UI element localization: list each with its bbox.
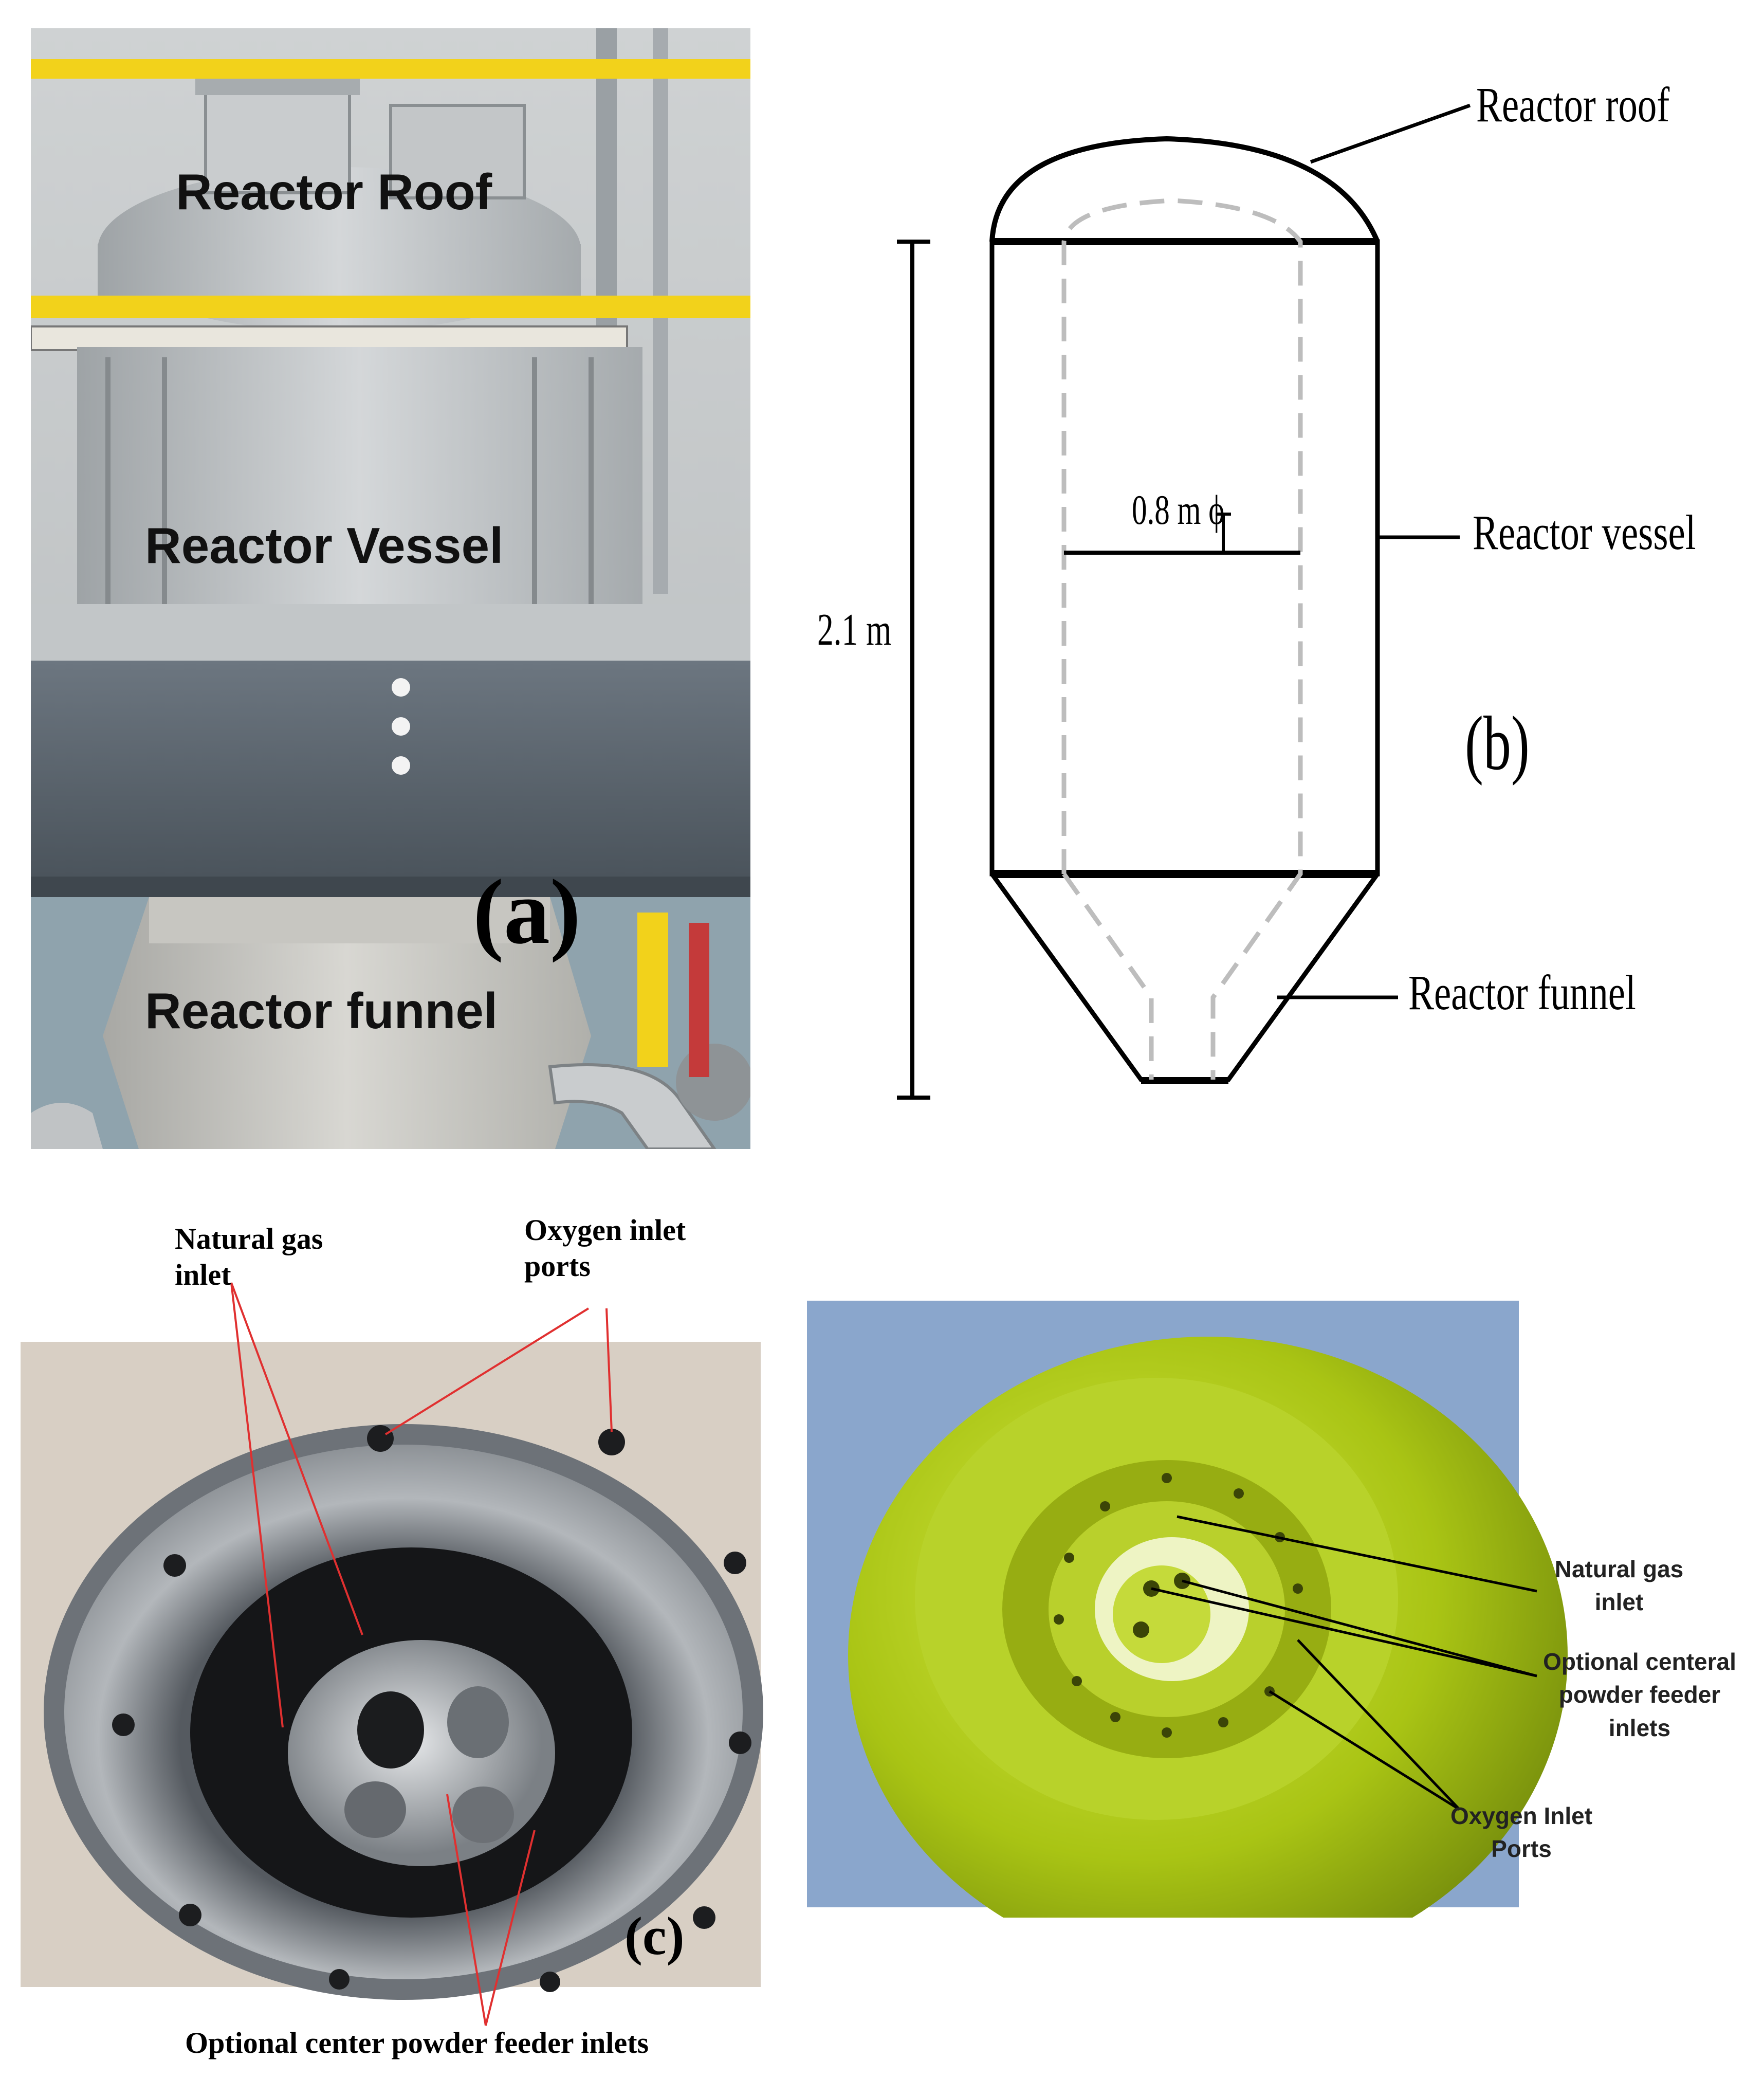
reactor-schematic-drawing	[897, 103, 1471, 1100]
cad-label-natural-gas-inlet: Natural gas inlet	[1554, 1556, 1684, 1616]
reactor-photo-illustration	[30, 28, 753, 1151]
burner-cad-illustration	[807, 1301, 1568, 1974]
cad-label-oxygen-inlet-ports: Oxygen Inlet Ports	[1450, 1802, 1593, 1863]
panel-b-schematic: Reactor roof Reactor vessel Reactor funn…	[781, 51, 1758, 1141]
cad-label-central-powder-feeder: Optional centeral powder feeder inlets	[1543, 1648, 1736, 1741]
photo-label-reactor-vessel: Reactor Vessel	[145, 517, 504, 574]
panel-b-letter: (b)	[1465, 701, 1530, 786]
panel-c-burner-photo: Natural gas inlet Oxygen inlet ports Opt…	[21, 1198, 771, 2072]
schematic-label-reactor-funnel: Reactor funnel	[1408, 965, 1636, 1020]
schematic-label-reactor-roof: Reactor roof	[1476, 77, 1670, 132]
photo-label-natural-gas-inlet: Natural gas inlet	[175, 1222, 323, 1291]
photo-label-oxygen-inlet-ports: Oxygen inlet ports	[524, 1213, 686, 1283]
panel-a-photo: Reactor Roof Reactor Vessel Reactor funn…	[30, 28, 753, 1151]
panel-a-letter: (a)	[473, 861, 581, 963]
photo-label-center-powder-feeder: Optional center powder feeder inlets	[185, 2026, 649, 2059]
photo-label-reactor-roof: Reactor Roof	[176, 163, 492, 220]
burner-photo-illustration	[21, 1282, 763, 2026]
panel-d-cad-render: Natural gas inlet Optional centeral powd…	[807, 1301, 1753, 1974]
schematic-label-reactor-vessel: Reactor vessel	[1473, 505, 1696, 560]
photo-label-reactor-funnel: Reactor funnel	[145, 982, 498, 1039]
diameter-dimension-label: 0.8 m ϕ	[1132, 486, 1225, 533]
panel-c-letter: (c)	[624, 1906, 685, 1966]
height-dimension-label: 2.1 m	[817, 605, 892, 655]
